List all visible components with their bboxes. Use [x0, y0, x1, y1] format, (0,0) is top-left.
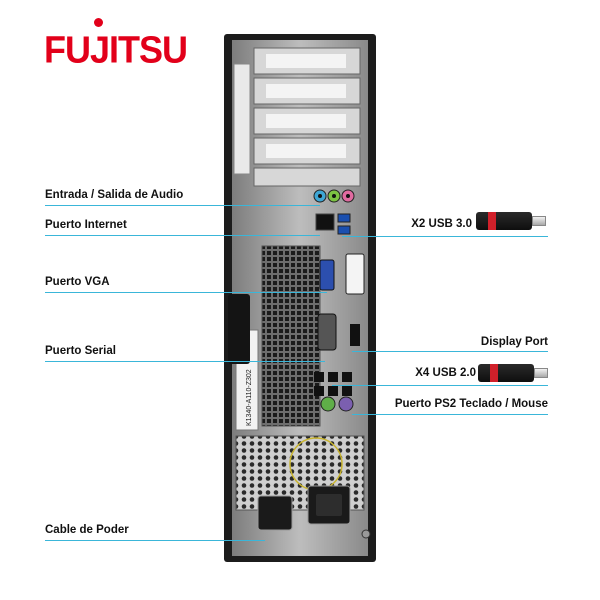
case-screw — [361, 529, 371, 539]
displayport — [350, 324, 360, 346]
line-ps2 — [352, 414, 548, 415]
label-usb3: X2 USB 3.0 — [411, 218, 472, 230]
label-internet: Puerto Internet — [45, 219, 127, 231]
label-displayport: Display Port — [480, 336, 548, 348]
label-audio: Entrada / Salida de Audio — [45, 189, 184, 201]
fujitsu-logo: FUJITSU — [44, 27, 188, 71]
io-vent — [261, 245, 321, 427]
label-usb2: X4 USB 2.0 — [415, 367, 476, 379]
line-power — [45, 540, 265, 541]
vga-port — [319, 259, 335, 291]
expansion-slots — [253, 47, 361, 187]
ps2-keyboard-port — [338, 396, 354, 412]
line-audio — [45, 205, 320, 206]
line-usb2 — [332, 385, 548, 386]
line-displayport — [352, 351, 548, 352]
line-serial — [45, 361, 325, 362]
power-socket-out — [257, 495, 293, 531]
logo-accent-dot — [94, 18, 103, 27]
dvi-port — [345, 253, 365, 295]
usb-stick-icon-usb2 — [478, 362, 550, 384]
usb3-port-1 — [337, 213, 351, 223]
label-ps2: Puerto PS2 Teclado / Mouse — [394, 398, 548, 410]
ps2-mouse-port — [320, 396, 336, 412]
line-usb3 — [342, 236, 548, 237]
line-vga — [45, 292, 327, 293]
usb3-port-2 — [337, 225, 351, 235]
usb2-ports — [314, 372, 352, 396]
label-vga: Puerto VGA — [45, 276, 110, 288]
chassis-sticker-text: K1340-A110-Z302 — [246, 369, 253, 426]
case-latch — [228, 294, 250, 364]
line-internet — [45, 235, 320, 236]
top-sticker — [233, 63, 251, 175]
ethernet-port — [315, 213, 335, 231]
label-serial: Puerto Serial — [45, 345, 116, 357]
usb-stick-icon-usb3 — [476, 210, 548, 232]
label-power: Cable de Poder — [45, 524, 129, 536]
audio-jacks — [313, 189, 355, 203]
serial-port — [317, 313, 337, 351]
pc-back-panel: K1340-A110-Z302 — [224, 34, 376, 562]
